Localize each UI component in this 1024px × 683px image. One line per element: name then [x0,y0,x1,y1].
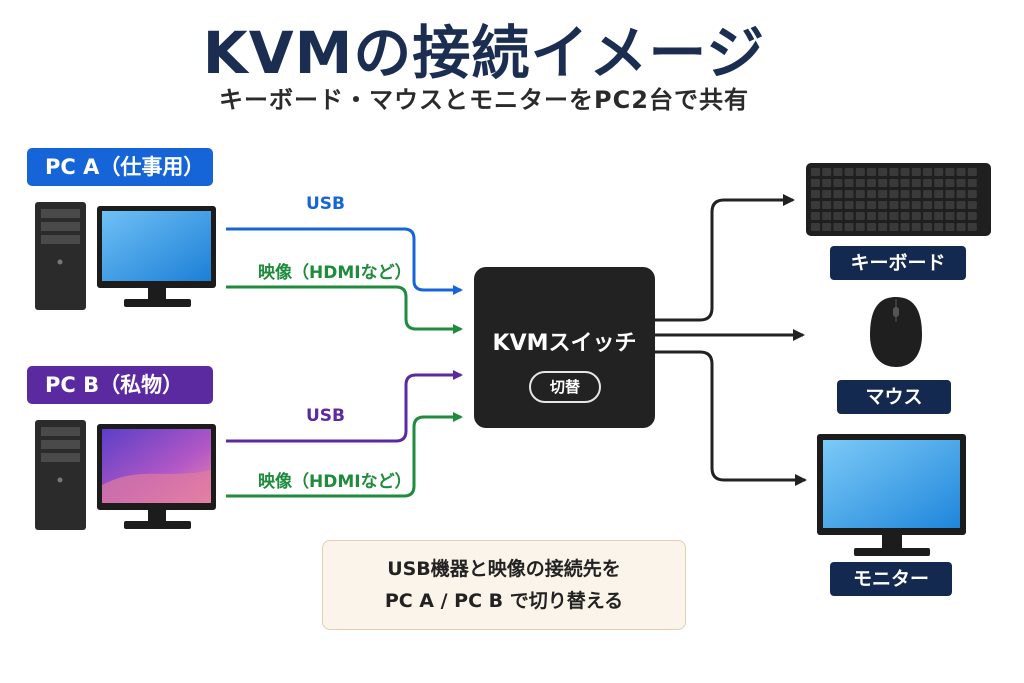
video-a-label: 映像（HDMIなど） [258,263,412,283]
wire-usb-a [226,227,463,295]
note-box: USB機器と映像の接続先を PC A / PC B で切り替える [322,540,686,630]
video-b-label: 映像（HDMIなど） [258,472,412,492]
monitor-label: モニター [830,562,952,596]
wire-usb-b [226,370,463,443]
pc-b-label: PC B（私物） [27,366,213,404]
wire-to-monitor [655,350,807,486]
keyboard-label: キーボード [830,246,966,280]
wire-video-a [226,285,463,334]
note-line-2: PC A / PC B で切り替える [384,590,624,612]
note-line-1: USB機器と映像の接続先を [387,558,621,580]
pc-a-label: PC A（仕事用） [27,148,213,186]
pc-b-tower-icon [35,420,86,530]
keyboard-icon [806,163,991,236]
switch-button[interactable]: 切替 [529,371,601,403]
page-title: KVMの接続イメージ [202,19,766,87]
wire-video-b [226,412,463,498]
usb-b-label: USB [306,406,346,426]
pc-a-tower-icon [35,202,86,310]
kvm-switch: KVMスイッチ 切替 [474,267,655,428]
wire-to-keyboard [655,194,795,322]
pc-a-monitor-icon [97,206,216,307]
usb-a-label: USB [306,194,346,214]
monitor-icon [817,434,966,556]
mouse-label: マウス [837,380,951,414]
page-subtitle: キーボード・マウスとモニターをPC2台で共有 [219,86,749,114]
mouse-icon [870,297,922,367]
kvm-switch-name: KVMスイッチ [492,331,637,356]
pc-b-monitor-icon [97,424,216,529]
